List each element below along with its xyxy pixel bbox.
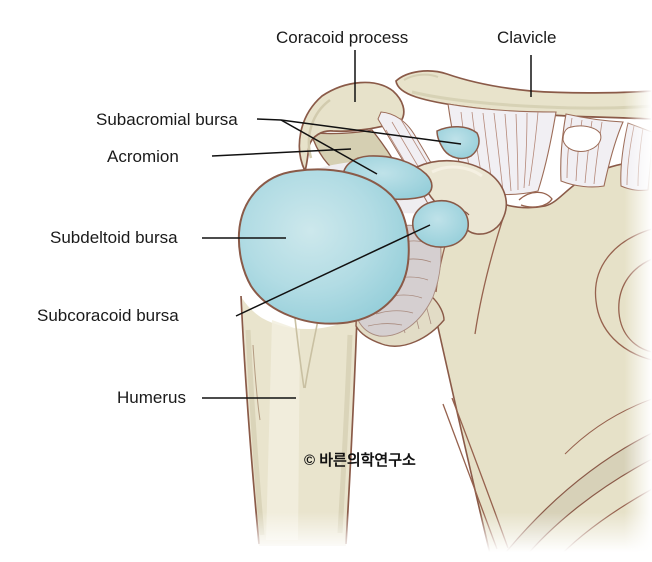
leader-line-subacromial-b bbox=[280, 119, 462, 145]
bottom-fade bbox=[200, 512, 652, 562]
leader-line-subcoracoid bbox=[235, 224, 431, 317]
label-clavicle: Clavicle bbox=[497, 28, 557, 47]
label-acromion: Acromion bbox=[107, 147, 179, 166]
subcoracoid-bursa-shape bbox=[412, 199, 469, 248]
subdeltoid-bursa-shape bbox=[237, 168, 410, 325]
label-subdeltoid-bursa: Subdeltoid bursa bbox=[50, 228, 178, 247]
ligament-gap bbox=[562, 125, 602, 152]
subacromial-bursa-extension-shape bbox=[436, 126, 480, 160]
leader-line-subacromial-stem bbox=[256, 118, 282, 121]
label-subacromial-bursa: Subacromial bursa bbox=[96, 110, 238, 129]
clavicle-bone bbox=[395, 70, 652, 120]
leader-line-subacromial-a bbox=[280, 119, 378, 175]
label-humerus: Humerus bbox=[117, 388, 186, 407]
label-coracoid-process: Coracoid process bbox=[276, 28, 409, 47]
humerus-shaft bbox=[240, 295, 358, 546]
copyright-notice: © 바른의학연구소 bbox=[304, 452, 416, 469]
label-subcoracoid-bursa: Subcoracoid bursa bbox=[37, 306, 179, 325]
right-fade bbox=[624, 55, 652, 562]
leader-lines bbox=[202, 50, 532, 399]
leader-line-acromion bbox=[211, 148, 352, 157]
bursae bbox=[237, 126, 480, 325]
